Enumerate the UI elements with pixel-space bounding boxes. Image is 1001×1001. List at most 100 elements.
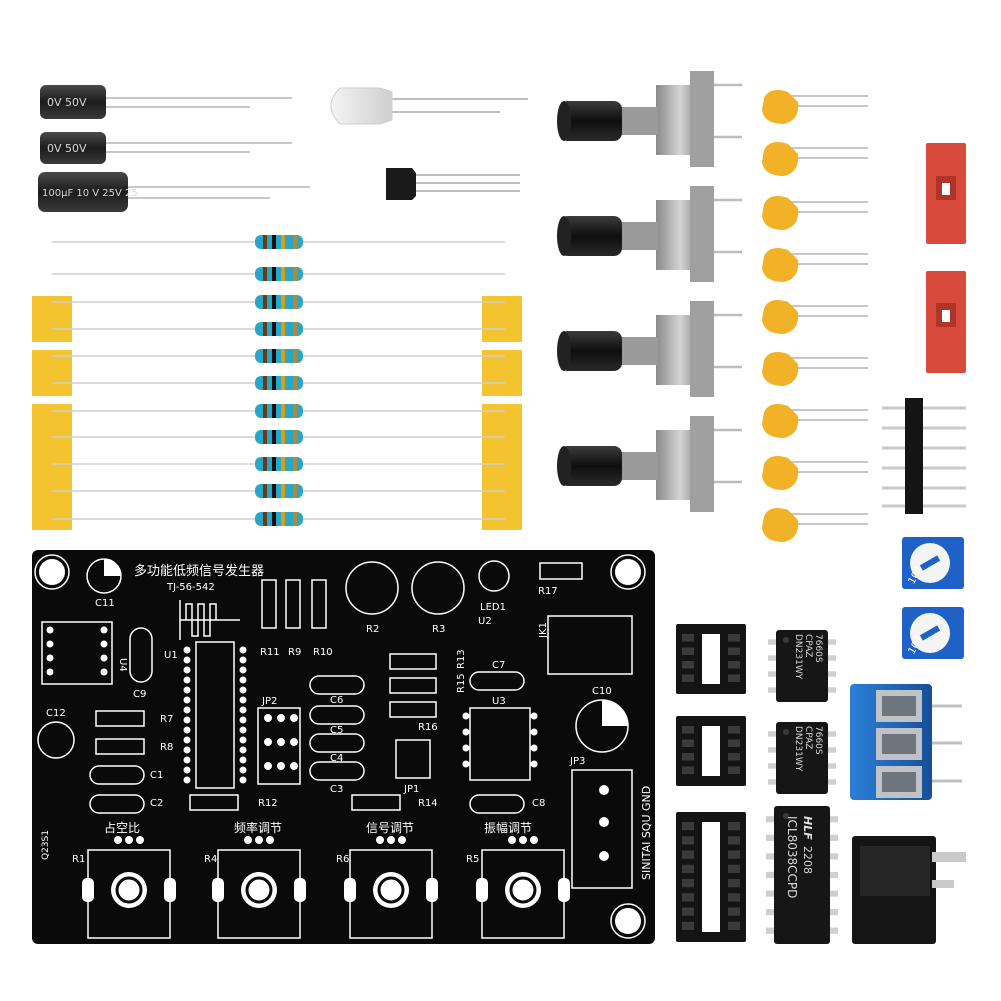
pcb-pad: [183, 706, 191, 714]
pcb-pad: [290, 714, 298, 722]
waveform-logo: [179, 600, 240, 640]
pcb-pad: [239, 756, 247, 764]
pcb-pad: [100, 668, 108, 676]
pcb-label-c2: C2: [150, 798, 163, 809]
pcb-label-r7: R7: [160, 714, 173, 725]
pcb-pad: [46, 626, 54, 634]
knob-label-signal: 信号调节: [366, 821, 414, 835]
pcb-label-led1: LED1: [480, 602, 506, 613]
ic-icl8038: ICL8038CCPD HLF 2208: [766, 806, 838, 944]
ic3-line2: 2208: [801, 846, 814, 874]
pcb-pad: [462, 728, 470, 736]
electrolytic-capacitor-2: 0V 50V: [40, 132, 292, 164]
ceramic-capacitor-6: [762, 352, 868, 386]
pcb-pad: [239, 656, 247, 664]
pcb-label-jk1: JK1: [538, 622, 549, 639]
pcb-label-c9: C9: [133, 689, 146, 700]
electrolytic-capacitor-large: 100µF 10 V 25V 25: [38, 172, 310, 212]
pcb-label-u1: U1: [164, 650, 178, 661]
pcb-pad: [183, 756, 191, 764]
resistor-7: [52, 404, 505, 418]
ic-7660s-1: 7660S CPAZ DN231WY: [768, 630, 836, 702]
pcb-pad: [183, 716, 191, 724]
pcb-label-r8: R8: [160, 742, 173, 753]
pcb-board: 多功能低频信号发生器 TJ-56-542 C11 U4 C9 U1 R11 R9…: [32, 550, 655, 944]
pcb-label-q23s: Q23S1: [41, 830, 51, 860]
pcb-pad: [239, 776, 247, 784]
ic-socket-3: [676, 812, 746, 942]
pcb-pot-footprint-3: [344, 836, 438, 939]
pcb-label-c6: C6: [330, 695, 343, 706]
pcb-label-c4: C4: [330, 753, 343, 764]
pcb-label-r4: R4: [204, 854, 217, 865]
ceramic-capacitor-3: [762, 196, 868, 230]
resistor-5: [52, 349, 505, 363]
resistor-2: [52, 267, 505, 281]
pcb-pad: [599, 851, 609, 861]
pcb-label-r17: R17: [538, 586, 558, 597]
pcb-pot-footprint-1: [82, 836, 176, 939]
pcb-pad: [277, 738, 285, 746]
pcb-pad: [183, 696, 191, 704]
pcb-pad: [530, 744, 538, 752]
pcb-label-u3: U3: [492, 696, 506, 707]
resistor-3: [52, 295, 505, 309]
pcb-pad: [239, 686, 247, 694]
pcb-label-c5: C5: [330, 725, 343, 736]
pcb-pot-footprint-2: [212, 836, 306, 939]
capacitor-2-label: 0V 50V: [47, 142, 87, 155]
pcb-pad: [599, 785, 609, 795]
knob-label-freq: 频率调节: [234, 820, 282, 835]
pcb-pad: [239, 666, 247, 674]
pcb-pad: [100, 626, 108, 634]
ceramic-capacitor-9: [762, 508, 868, 542]
resistor-strip: [32, 235, 522, 530]
pcb-label-r2: R2: [366, 624, 379, 635]
ic1-line3: DN231WY: [793, 634, 803, 680]
screw-terminal-block: [850, 684, 962, 800]
pcb-pad: [183, 776, 191, 784]
ic-socket-1: [676, 624, 746, 694]
pcb-model: TJ-56-542: [166, 582, 215, 593]
pcb-pad: [290, 762, 298, 770]
pcb-pad: [264, 738, 272, 746]
pcb-pad: [462, 712, 470, 720]
pcb-jp3-text: SINITAI SQU GND: [640, 786, 653, 880]
pcb-pad: [183, 656, 191, 664]
pcb-label-c1: C1: [150, 770, 163, 781]
potentiometers: [557, 71, 742, 512]
capacitor-large-label: 100µF 10 V 25V 25: [42, 188, 138, 199]
ic1-line2: CPAZ: [803, 634, 813, 657]
ceramic-capacitors: [762, 90, 868, 542]
dc-power-jack: [852, 836, 966, 944]
pcb-label-r12: R12: [258, 798, 278, 809]
pcb-pad: [530, 760, 538, 768]
resistor-10: [52, 484, 505, 498]
pcb-label-r3: R3: [432, 624, 445, 635]
ceramic-capacitor-2: [762, 142, 868, 176]
pcb-label-r6: R6: [336, 854, 349, 865]
pcb-pad: [239, 726, 247, 734]
ceramic-capacitor-4: [762, 248, 868, 282]
ic2-line1: 7660S: [813, 726, 823, 755]
pcb-pad: [46, 654, 54, 662]
knob-label-duty: 占空比: [104, 820, 140, 835]
pcb-pot-footprint-4: [476, 836, 570, 939]
pcb-pad: [290, 738, 298, 746]
rotary-potentiometer-1: [557, 71, 742, 167]
pcb-pad: [239, 676, 247, 684]
resistor-9: [52, 457, 505, 471]
pcb-pad: [183, 666, 191, 674]
pcb-pad: [277, 714, 285, 722]
pcb-pad: [264, 714, 272, 722]
pcb-pad: [183, 746, 191, 754]
pcb-label-jp2: JP2: [261, 696, 277, 707]
ceramic-capacitor-8: [762, 456, 868, 490]
resistor-6: [52, 376, 505, 390]
pcb-pad: [239, 706, 247, 714]
pcb-label-jp1: JP1: [403, 784, 419, 795]
pcb-pad: [46, 668, 54, 676]
electrolytic-capacitor-1: 0V 50V: [40, 85, 292, 119]
pcb-label-r9: R9: [288, 647, 301, 658]
pcb-pad: [100, 654, 108, 662]
